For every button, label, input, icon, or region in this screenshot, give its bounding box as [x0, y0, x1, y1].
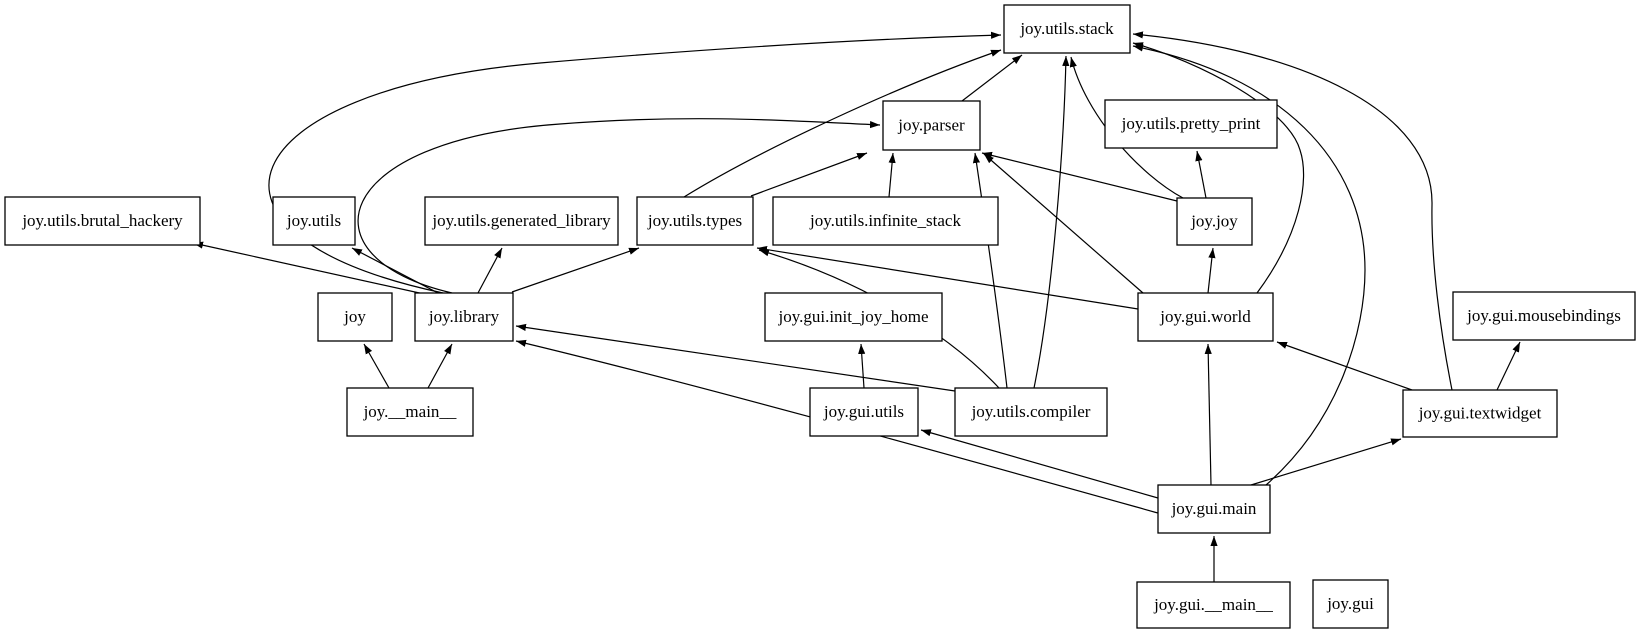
node-joy-gui-main: joy.gui.__main__ — [1136, 581, 1291, 629]
edge-joy-gui-world-to-joy-joy — [1207, 247, 1216, 294]
node-box-joy-utils-compiler — [954, 387, 1108, 437]
node-box-joy-utils-types — [636, 196, 754, 246]
edge-joy-gui-utils-to-joy-gui-init-joy-home — [858, 343, 866, 389]
node-joy-gui-main: joy.gui.main — [1157, 484, 1271, 534]
node-label-joy-gui-world: joy.gui.world — [1159, 307, 1251, 326]
edge-joy-joy-to-joy-parser — [981, 151, 1178, 202]
edge-joy-gui-main-to-joy-gui-world — [1204, 343, 1212, 486]
edge-joy-utils-compiler-to-joy-library — [515, 323, 956, 392]
node-label-joy-gui-mousebindings: joy.gui.mousebindings — [1466, 306, 1621, 325]
edge-joy-library-to-joy-parser — [357, 118, 881, 294]
node-label-joy-gui-main: joy.gui.main — [1171, 499, 1257, 518]
node-joy-gui-world: joy.gui.world — [1137, 292, 1274, 342]
node-joy-utils-brutal-hackery: joy.utils.brutal_hackery — [4, 196, 201, 246]
node-box-joy-utils-stack — [1003, 4, 1131, 54]
node-label-joy-utils-stack: joy.utils.stack — [1019, 19, 1114, 38]
edge-joy-library-to-joy-utils-stack — [268, 31, 1002, 294]
node-box-joy-gui-main — [1136, 581, 1291, 629]
node-label-joy-gui-main: joy.gui.__main__ — [1153, 595, 1273, 614]
node-joy-joy: joy.joy — [1176, 197, 1253, 246]
node-box-joy-gui-world — [1137, 292, 1274, 342]
edge-joy-utils-infinite-stack-to-joy-parser — [888, 152, 896, 198]
node-label-joy-utils-brutal-hackery: joy.utils.brutal_hackery — [21, 211, 183, 230]
node-joy-utils-stack: joy.utils.stack — [1003, 4, 1131, 54]
edge-joy-gui-textwidget-to-joy-gui-world — [1276, 341, 1413, 391]
edge-joy-gui-world-to-joy-utils-types — [756, 246, 1139, 310]
edge-joy-utils-compiler-to-joy-parser — [972, 152, 1008, 389]
edge-joy-utils-types-to-joy-parser — [750, 152, 868, 197]
node-label-joy-library: joy.library — [428, 307, 500, 326]
edge-joy-main-to-joy — [363, 343, 390, 389]
node-box-joy-utils — [272, 196, 356, 246]
edge-joy-gui-main-to-joy-utils-stack — [1132, 44, 1366, 486]
node-joy: joy — [317, 292, 393, 342]
nodes-layer: joy.utils.stack joy.parser joy.utils.prett… — [4, 4, 1636, 629]
edge-joy-gui-textwidget-to-joy-utils-stack — [1132, 31, 1453, 391]
node-label-joy-utils-infinite-stack: joy.utils.infinite_stack — [809, 211, 961, 230]
node-box-joy-gui-main — [1157, 484, 1271, 534]
node-label-joy-utils: joy.utils — [286, 211, 341, 230]
node-box-joy-gui-mousebindings — [1452, 291, 1636, 341]
node-joy-parser: joy.parser — [882, 100, 981, 151]
node-label-joy-joy: joy.joy — [1190, 211, 1238, 230]
node-box-joy-main — [346, 387, 474, 437]
node-joy-utils-generated-library: joy.utils.generated_library — [424, 196, 619, 246]
node-label-joy: joy — [343, 307, 366, 326]
edge-joy-gui-world-to-joy-utils-stack — [1132, 42, 1305, 294]
edge-joy-parser-to-joy-utils-stack — [961, 54, 1023, 102]
edge-joy-library-to-joy-utils-types — [511, 247, 640, 293]
node-joy-utils-pretty-print: joy.utils.pretty_print — [1104, 99, 1278, 149]
node-box-joy-utils-generated-library — [424, 196, 619, 246]
edge-joy-utils-compiler-to-joy-utils-stack — [1033, 55, 1070, 389]
node-joy-gui-textwidget: joy.gui.textwidget — [1402, 389, 1558, 438]
edge-joy-utils-types-to-joy-utils-stack — [683, 49, 1002, 198]
node-box-joy-gui-textwidget — [1402, 389, 1558, 438]
node-joy-main: joy.__main__ — [346, 387, 474, 437]
node-joy-utils-types: joy.utils.types — [636, 196, 754, 246]
node-label-joy-main: joy.__main__ — [363, 402, 457, 421]
edge-joy-gui-textwidget-to-joy-gui-mousebindings — [1496, 341, 1521, 391]
node-box-joy-parser — [882, 100, 981, 151]
node-box-joy — [317, 292, 393, 342]
node-label-joy-gui: joy.gui — [1326, 594, 1374, 613]
node-box-joy-gui-utils — [809, 387, 919, 437]
node-box-joy-gui-init-joy-home — [764, 292, 943, 342]
edge-joy-gui-world-to-joy-parser — [983, 153, 1144, 294]
node-joy-utils-compiler: joy.utils.compiler — [954, 387, 1108, 437]
node-box-joy-utils-pretty-print — [1104, 99, 1278, 149]
node-joy-utils-infinite-stack: joy.utils.infinite_stack — [772, 196, 999, 246]
node-label-joy-parser: joy.parser — [897, 115, 965, 134]
node-joy-gui-mousebindings: joy.gui.mousebindings — [1452, 291, 1636, 341]
node-label-joy-gui-init-joy-home: joy.gui.init_joy_home — [777, 307, 928, 326]
node-box-joy-utils-infinite-stack — [772, 196, 999, 246]
node-label-joy-gui-utils: joy.gui.utils — [823, 402, 904, 421]
node-joy-library: joy.library — [414, 292, 514, 342]
node-joy-gui-utils: joy.gui.utils — [809, 387, 919, 437]
node-box-joy-joy — [1176, 197, 1253, 246]
node-label-joy-utils-generated-library: joy.utils.generated_library — [431, 211, 611, 230]
node-label-joy-utils-compiler: joy.utils.compiler — [971, 402, 1091, 421]
edge-joy-library-to-joy-utils-generated-library — [477, 247, 503, 294]
node-joy-gui: joy.gui — [1312, 579, 1389, 629]
node-joy-utils: joy.utils — [272, 196, 356, 246]
node-label-joy-utils-pretty-print: joy.utils.pretty_print — [1121, 114, 1261, 133]
node-box-joy-library — [414, 292, 514, 342]
edge-joy-main-to-joy-library — [427, 343, 453, 389]
node-label-joy-gui-textwidget: joy.gui.textwidget — [1418, 403, 1542, 422]
node-box-joy-utils-brutal-hackery — [4, 196, 201, 246]
edge-joy-gui-main-to-joy-gui-utils — [920, 429, 1159, 499]
node-box-joy-gui — [1312, 579, 1389, 629]
edge-joy-joy-to-joy-utils-pretty-print — [1195, 150, 1207, 199]
edge-joy-library-to-joy-utils-brutal-hackery — [192, 241, 425, 295]
edge-joy-gui-main-to-joy-gui-textwidget — [1250, 438, 1402, 486]
node-joy-gui-init-joy-home: joy.gui.init_joy_home — [764, 292, 943, 342]
node-label-joy-utils-types: joy.utils.types — [647, 211, 742, 230]
